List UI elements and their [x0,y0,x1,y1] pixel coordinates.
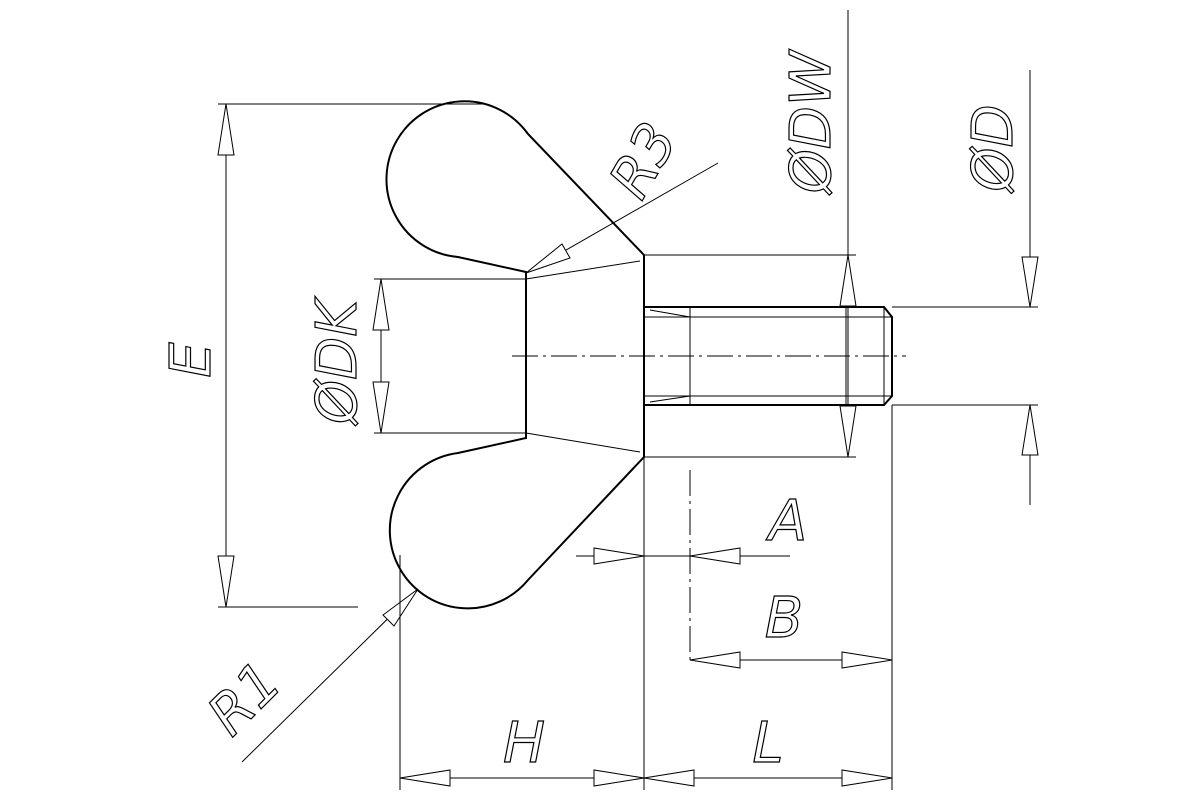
lower-wing-seam [525,432,641,453]
a-arrow-left [593,547,645,565]
b-arrow-right [841,651,893,669]
dw-arrow-bottom [839,405,857,458]
thread-runout-lower [649,395,691,403]
dimension-DK: ØDK [304,278,526,434]
b-label: B [765,586,803,651]
dimension-D: ØD [892,70,1039,505]
r1-label: R1 [196,650,295,749]
dimension-H: H [399,457,645,790]
l-arrow-left [643,769,695,787]
radius-R3: R3 [525,112,719,274]
l-arrow-right [841,769,893,787]
d-label: ØD [961,104,1026,193]
radius-R1: R1 [195,588,419,763]
r3-label: R3 [597,112,691,209]
dimension-L: L [643,405,893,790]
b-arrow-left [689,651,741,669]
d-arrow-top [1021,256,1039,308]
dimension-E: E [158,103,486,608]
r3-arrow [525,243,571,274]
e-arrow-bottom [217,555,235,608]
upper-wing-seam [525,260,641,280]
d-arrow-bottom [1021,404,1039,456]
h-arrow-right [593,769,645,787]
a-arrow-right [689,547,741,565]
stud-outline [644,306,893,406]
h-label: H [503,711,545,776]
dk-label: ØDK [305,296,370,426]
l-label: L [752,711,783,776]
thread-runout-upper [649,309,691,318]
e-label: E [159,342,224,378]
dimension-A: A [576,488,808,565]
dw-arrow-top [839,254,857,307]
e-arrow-top [217,103,235,156]
dk-arrow-top [372,278,390,331]
dk-arrow-bottom [372,381,390,434]
dimension-B: B [689,585,893,669]
dimension-DW: ØDW [644,10,857,458]
h-arrow-left [399,769,451,787]
a-label: A [766,489,807,554]
dw-label: ØDW [779,48,844,195]
